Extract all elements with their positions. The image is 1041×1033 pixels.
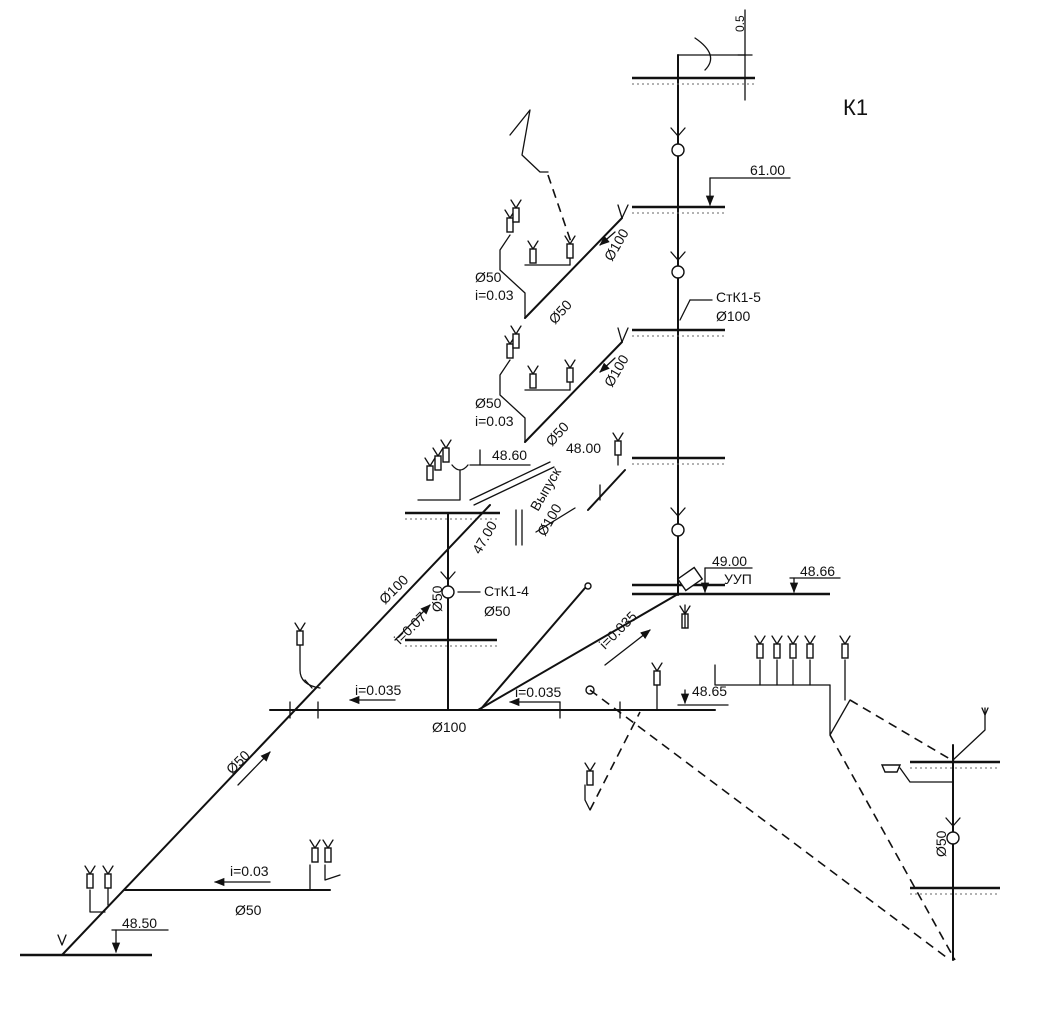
elevation-node: 49.00: [712, 553, 747, 569]
cleanout-icon: [671, 143, 685, 157]
cleanout-icon: [671, 265, 685, 279]
dashed-connections: [584, 685, 956, 961]
riser-4-name: СтК1-4: [484, 583, 529, 599]
elevation-right: 48.65: [692, 683, 727, 699]
elevation-mid-floor: 48.60: [492, 447, 527, 463]
riser-stk1-5: 0.5 61.00 СтК1-5 Ø100: [632, 9, 791, 596]
cleanout-icon: [671, 523, 685, 537]
upper-branch-slope: i=0.03: [475, 287, 514, 303]
drawing-title: К1: [843, 95, 868, 120]
mid-fixture-group-right: 48.00: [566, 432, 626, 511]
main-diam: Ø100: [432, 719, 466, 735]
main-slope-right: i=0.035: [515, 684, 562, 700]
lower-branch-slope: i=0.03: [475, 413, 514, 429]
right-fixture-group: [714, 635, 851, 736]
riser-stk1-4: СтК1-4 Ø50 Ø50: [405, 512, 529, 711]
lower-branch-d100: Ø100: [601, 352, 632, 390]
diag-d100-label: Ø100: [376, 571, 412, 607]
branch-slope: i=0.035: [596, 608, 640, 652]
vent-pipe: [509, 109, 573, 246]
upper-branch-d100: Ø100: [601, 226, 632, 264]
dimension-top: 0.5: [733, 15, 747, 32]
riser-4-vertical-diam: Ø50: [429, 585, 445, 612]
elevation-mid-floor-2: 48.00: [566, 440, 601, 456]
bottom-branch: i=0.03 Ø50 48.50: [20, 839, 341, 957]
bottom-diam: Ø50: [235, 902, 262, 918]
elevation-node-right: 48.66: [800, 563, 835, 579]
floor-branch-upper: Ø50 i=0.03 Ø50 Ø100: [475, 199, 632, 327]
elevation-bottom: 48.50: [122, 915, 157, 931]
floor-branch-lower: Ø50 i=0.03 Ø50 Ø100: [475, 325, 632, 449]
vent-hood-icon: [694, 37, 712, 71]
lower-branch-d50: Ø50: [475, 395, 502, 411]
riser-5-diam: Ø100: [716, 308, 750, 324]
bottom-slope: i=0.03: [230, 863, 269, 879]
right-riser: Ø50: [880, 707, 1000, 961]
right-riser-diam: Ø50: [933, 830, 949, 857]
riser-4-diam: Ø50: [484, 603, 511, 619]
cleanout-icon: [441, 585, 455, 599]
riser-5-name: СтК1-5: [716, 289, 761, 305]
upper-branch-d50-diag: Ø50: [545, 296, 575, 327]
main-horizontal: i=0.035 i=0.035 Ø100 48.65: [269, 662, 729, 735]
node-label: УУП: [724, 571, 752, 587]
main-diagonal-d100: Ø100 i=0.07 Ø50: [61, 504, 491, 956]
cleanout-icon: [946, 831, 960, 845]
main-slope-left: i=0.035: [355, 682, 402, 698]
upper-branch-d50: Ø50: [475, 269, 502, 285]
metering-node: 49.00 УУП 48.66: [632, 553, 841, 596]
lower-diag-d50-label: Ø50: [223, 747, 253, 777]
mid-fixture-group-left: 48.60: [405, 439, 531, 520]
elevation-top-floor: 61.00: [750, 162, 785, 178]
diag-slope-label: i=0.07: [391, 608, 430, 647]
